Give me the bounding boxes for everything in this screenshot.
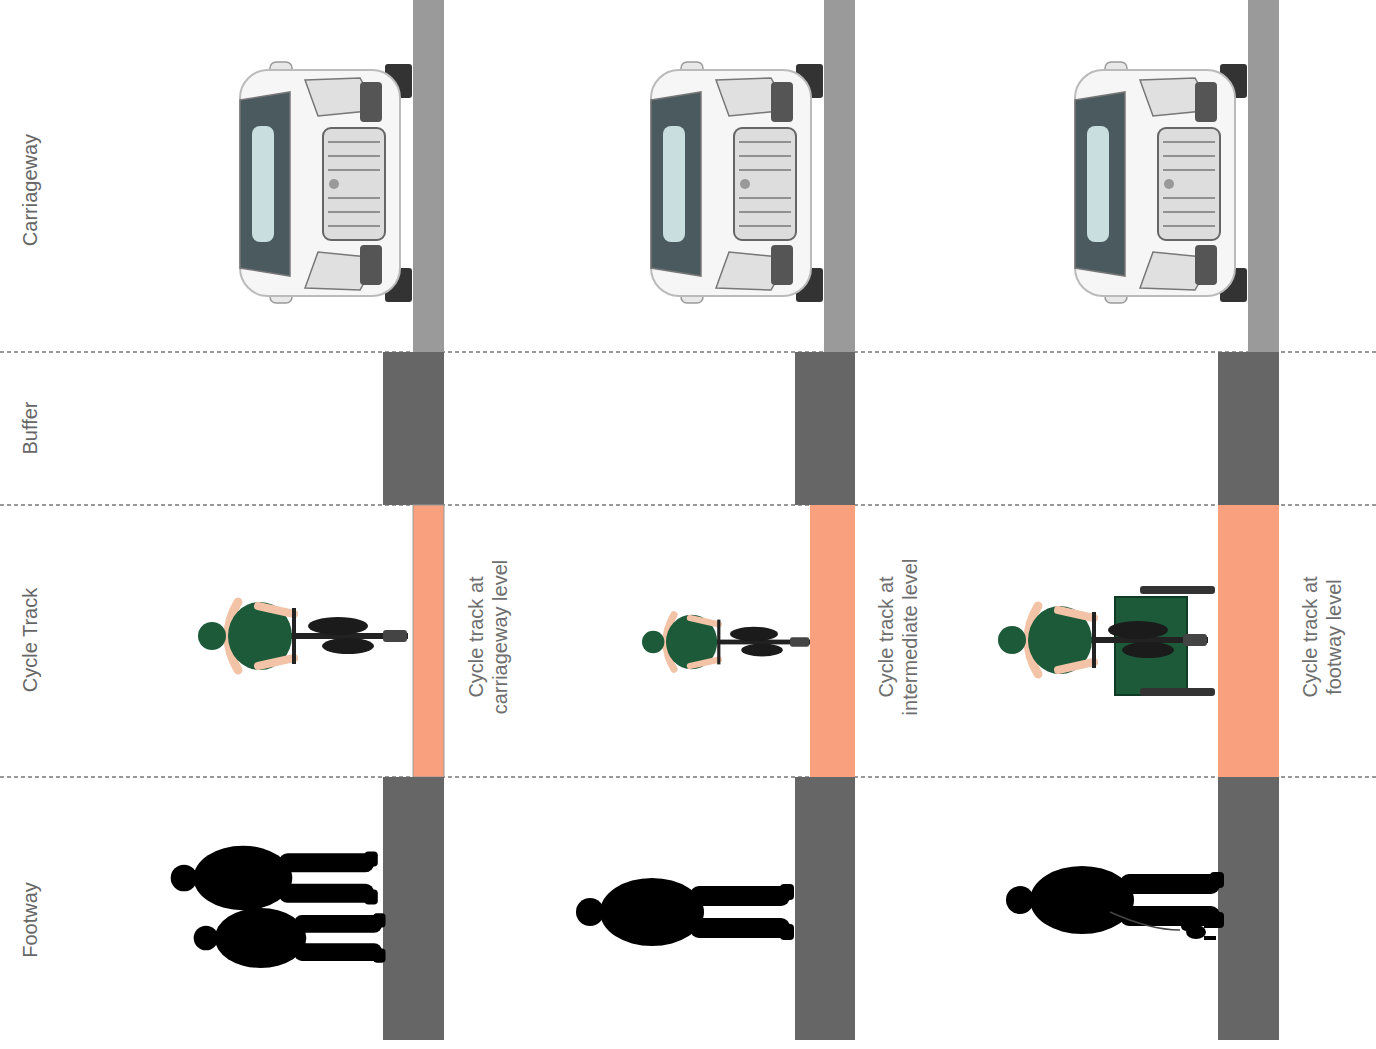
car-figure: [1075, 62, 1247, 303]
band-heading: Cycle Track: [18, 520, 42, 760]
cyclist-figure: [198, 602, 408, 670]
band-heading: Footway: [18, 800, 42, 1040]
band-heading: Buffer: [18, 358, 42, 498]
dog-figure: [1110, 912, 1216, 940]
car-figure: [240, 62, 412, 303]
cargo-cyclist-figure: [998, 586, 1215, 696]
pedestrian-figure: [194, 908, 386, 968]
band-heading: Carriageway: [18, 60, 42, 320]
cyclist-figure: [642, 615, 810, 669]
car-figure: [651, 62, 823, 303]
section-caption: Cycle track at footway level: [1298, 547, 1346, 727]
pedestrian-figure: [1006, 866, 1224, 934]
section-caption: Cycle track at carriageway level: [464, 547, 512, 727]
band-divider: [0, 352, 1376, 777]
pedestrian-figure: [576, 878, 794, 946]
pedestrian-figure: [171, 846, 378, 911]
section-caption: Cycle track at intermediate level: [874, 547, 922, 727]
